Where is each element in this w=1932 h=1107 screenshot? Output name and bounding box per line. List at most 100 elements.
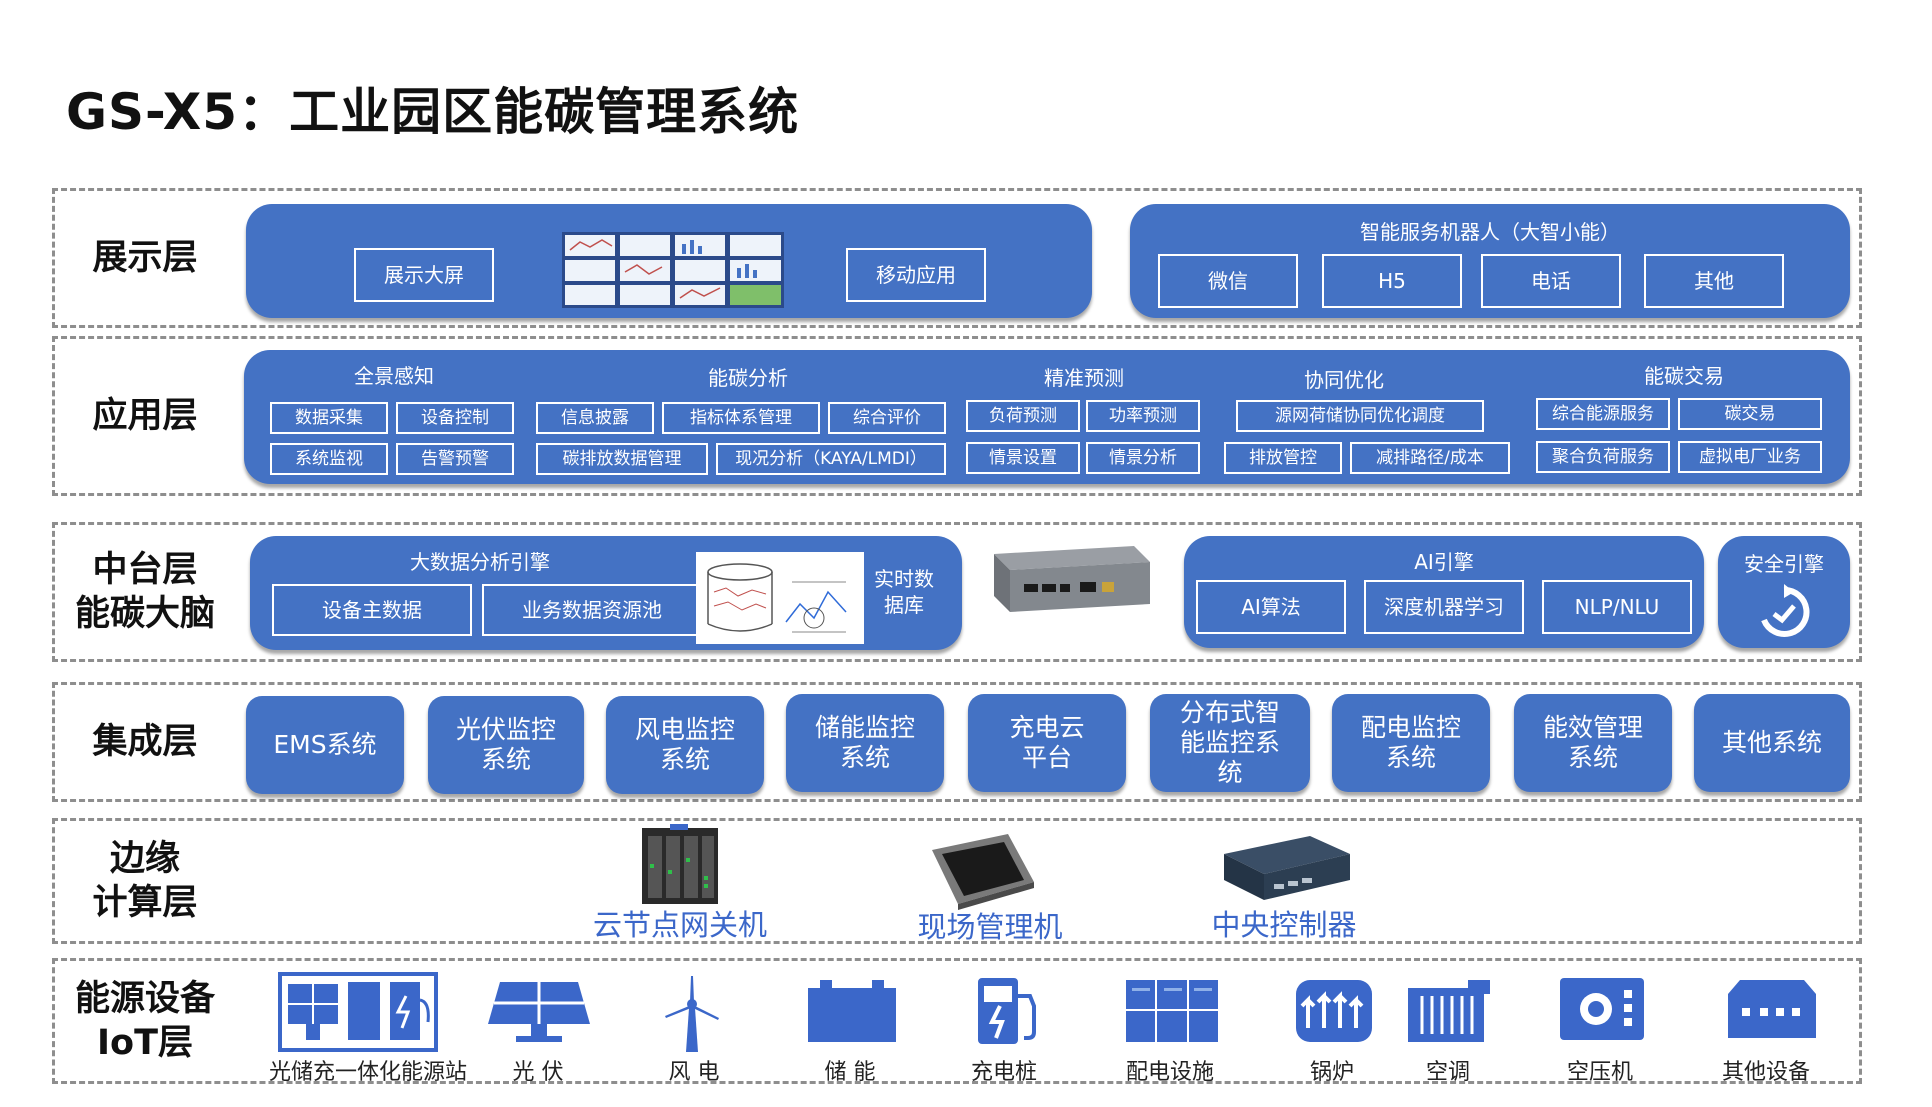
ai-engine-panel: AI引擎 AI算法 深度机器学习 NLP/NLU (1184, 536, 1704, 648)
application-layer: 应用层 (52, 336, 1862, 496)
app-item-coordinated-dispatch[interactable]: 源网荷储协同优化调度 (1236, 400, 1484, 432)
system-pv-monitoring[interactable]: 光伏监控系统 (428, 696, 584, 794)
display-layer-label: 展示层 (92, 238, 198, 278)
charging-pile-icon (978, 978, 1036, 1044)
system-efficiency-management[interactable]: 能效管理系统 (1514, 694, 1672, 792)
app-item-load-forecast[interactable]: 负荷预测 (966, 400, 1080, 432)
edge-layer: 边缘 计算层 (52, 818, 1862, 944)
database-diagram-icon (696, 552, 864, 644)
integration-layer: 集成层 (52, 682, 1862, 802)
robot-channel-other[interactable]: 其他 (1644, 254, 1784, 308)
app-item-carbon-data[interactable]: 碳排放数据管理 (536, 443, 708, 475)
edge-device-controller-label: 中央控制器 (1211, 908, 1357, 942)
system-storage-monitoring[interactable]: 储能监控系统 (786, 694, 944, 792)
app-item-scenario-setting[interactable]: 情景设置 (966, 442, 1080, 474)
solar-panel-icon (488, 982, 590, 1042)
app-item-alarm-warning[interactable]: 告警预警 (396, 443, 514, 475)
iot-layer-label-line1: 能源设备 (74, 979, 215, 1019)
integration-layer-label: 集成层 (92, 722, 198, 762)
app-group-title: 能碳交易 (1644, 364, 1724, 388)
robot-channel-wechat[interactable]: 微信 (1158, 254, 1298, 308)
system-distribution-monitoring[interactable]: 配电监控系统 (1332, 694, 1490, 792)
system-distributed-monitoring[interactable]: 分布式智能监控系统 (1150, 694, 1310, 792)
app-item-device-control[interactable]: 设备控制 (396, 402, 514, 434)
iot-layer: 能源设备 IoT层 (52, 958, 1862, 1084)
boiler-icon (1296, 980, 1372, 1042)
iot-device-label: 其他设备 (1721, 1060, 1810, 1085)
app-group-title: 协同优化 (1304, 368, 1384, 392)
iot-device-label: 空调 (1425, 1060, 1470, 1085)
ai-algorithm-button[interactable]: AI算法 (1196, 580, 1346, 634)
app-item-comprehensive-eval[interactable]: 综合评价 (828, 402, 946, 434)
iot-device-label: 锅炉 (1309, 1060, 1354, 1085)
iot-layer-label: 能源设备 IoT层 (55, 961, 235, 1081)
distribution-facility-icon (1126, 980, 1218, 1042)
wind-turbine-icon (665, 976, 719, 1052)
deep-learning-button[interactable]: 深度机器学习 (1364, 580, 1524, 634)
robot-channel-h5[interactable]: H5 (1322, 254, 1462, 308)
app-group-title: 全景感知 (354, 364, 434, 388)
app-item-carbon-trading[interactable]: 碳交易 (1678, 398, 1822, 430)
iot-device-label: 风 电 (668, 1060, 720, 1085)
service-robot-panel: 智能服务机器人（大智小能） 微信 H5 电话 其他 (1130, 204, 1850, 318)
device-master-data-button[interactable]: 设备主数据 (272, 584, 472, 636)
display-layer: 展示层 (52, 188, 1862, 328)
iot-layer-label-line2: IoT层 (97, 1023, 193, 1063)
app-group-title: 精准预测 (1044, 366, 1124, 390)
iot-device-label: 配电设施 (1125, 1060, 1214, 1085)
edge-layer-label-line2: 计算层 (92, 883, 198, 923)
gateway-device-icon (642, 824, 718, 904)
battery-storage-icon (808, 980, 896, 1042)
other-equipment-icon (1728, 980, 1816, 1038)
app-item-virtual-power-plant[interactable]: 虚拟电厂业务 (1678, 441, 1822, 473)
display-left-panel: 展示大屏 移动应用 (246, 204, 1092, 318)
application-layer-label: 应用层 (92, 396, 198, 436)
system-ems[interactable]: EMS系统 (246, 696, 404, 794)
page-title: GS-X5：工业园区能碳管理系统 (66, 83, 800, 141)
app-item-system-monitoring[interactable]: 系统监视 (270, 443, 388, 475)
app-item-aggregated-load[interactable]: 聚合负荷服务 (1536, 441, 1670, 473)
edge-layer-label: 边缘 计算层 (55, 821, 235, 941)
app-group-title: 能碳分析 (708, 366, 788, 390)
app-item-scenario-analysis[interactable]: 情景分析 (1086, 442, 1200, 474)
middle-layer-label-line2: 能碳大脑 (74, 594, 215, 634)
system-wind-monitoring[interactable]: 风电监控系统 (606, 696, 764, 794)
air-compressor-icon (1560, 978, 1644, 1040)
security-refresh-icon (1761, 584, 1810, 637)
bigdata-engine-panel: 大数据分析引擎 设备主数据 业务数据资源池 实时数据库 (250, 536, 962, 650)
edge-device-manager-label: 现场管理机 (917, 910, 1063, 944)
app-item-integrated-energy[interactable]: 综合能源服务 (1536, 398, 1670, 430)
dashboard-screens-icon (562, 232, 784, 308)
app-item-status-analysis[interactable]: 现况分析（KAYA/LMDI） (716, 443, 946, 475)
middle-layer: 中台层 能碳大脑 (52, 522, 1862, 662)
app-item-emission-control[interactable]: 排放管控 (1224, 442, 1342, 474)
app-item-info-disclosure[interactable]: 信息披露 (536, 402, 654, 434)
robot-channel-phone[interactable]: 电话 (1481, 254, 1621, 308)
app-item-power-forecast[interactable]: 功率预测 (1086, 400, 1200, 432)
nlp-nlu-button[interactable]: NLP/NLU (1542, 580, 1692, 634)
bigdata-engine-title: 大数据分析引擎 (410, 550, 550, 574)
middle-layer-label: 中台层 能碳大脑 (55, 525, 235, 659)
system-other[interactable]: 其他系统 (1694, 694, 1850, 792)
central-controller-icon (1224, 836, 1350, 900)
field-manager-device-icon (932, 834, 1034, 910)
iot-device-label: 储 能 (824, 1060, 876, 1085)
app-item-indicator-system[interactable]: 指标体系管理 (662, 402, 820, 434)
edge-device-gateway-label: 云节点网关机 (592, 908, 767, 942)
air-conditioner-icon (1408, 980, 1490, 1042)
mobile-app-button[interactable]: 移动应用 (846, 248, 986, 302)
iot-device-label: 光 伏 (512, 1060, 564, 1085)
business-data-pool-button[interactable]: 业务数据资源池 (482, 584, 702, 636)
server-box-icon (994, 546, 1150, 612)
middle-layer-label-line1: 中台层 (92, 550, 198, 590)
ai-engine-title: AI引擎 (1414, 550, 1474, 574)
big-screen-button[interactable]: 展示大屏 (354, 248, 494, 302)
app-item-data-collection[interactable]: 数据采集 (270, 402, 388, 434)
app-item-reduction-path[interactable]: 减排路径/成本 (1350, 442, 1510, 474)
pv-storage-charging-station-icon (278, 972, 438, 1052)
iot-device-label: 充电桩 (970, 1060, 1037, 1085)
security-engine-title: 安全引擎 (1744, 552, 1824, 576)
iot-device-label: 空压机 (1566, 1060, 1633, 1085)
system-charging-cloud[interactable]: 充电云平台 (968, 694, 1126, 792)
realtime-db-label: 实时数据库 (874, 567, 934, 617)
